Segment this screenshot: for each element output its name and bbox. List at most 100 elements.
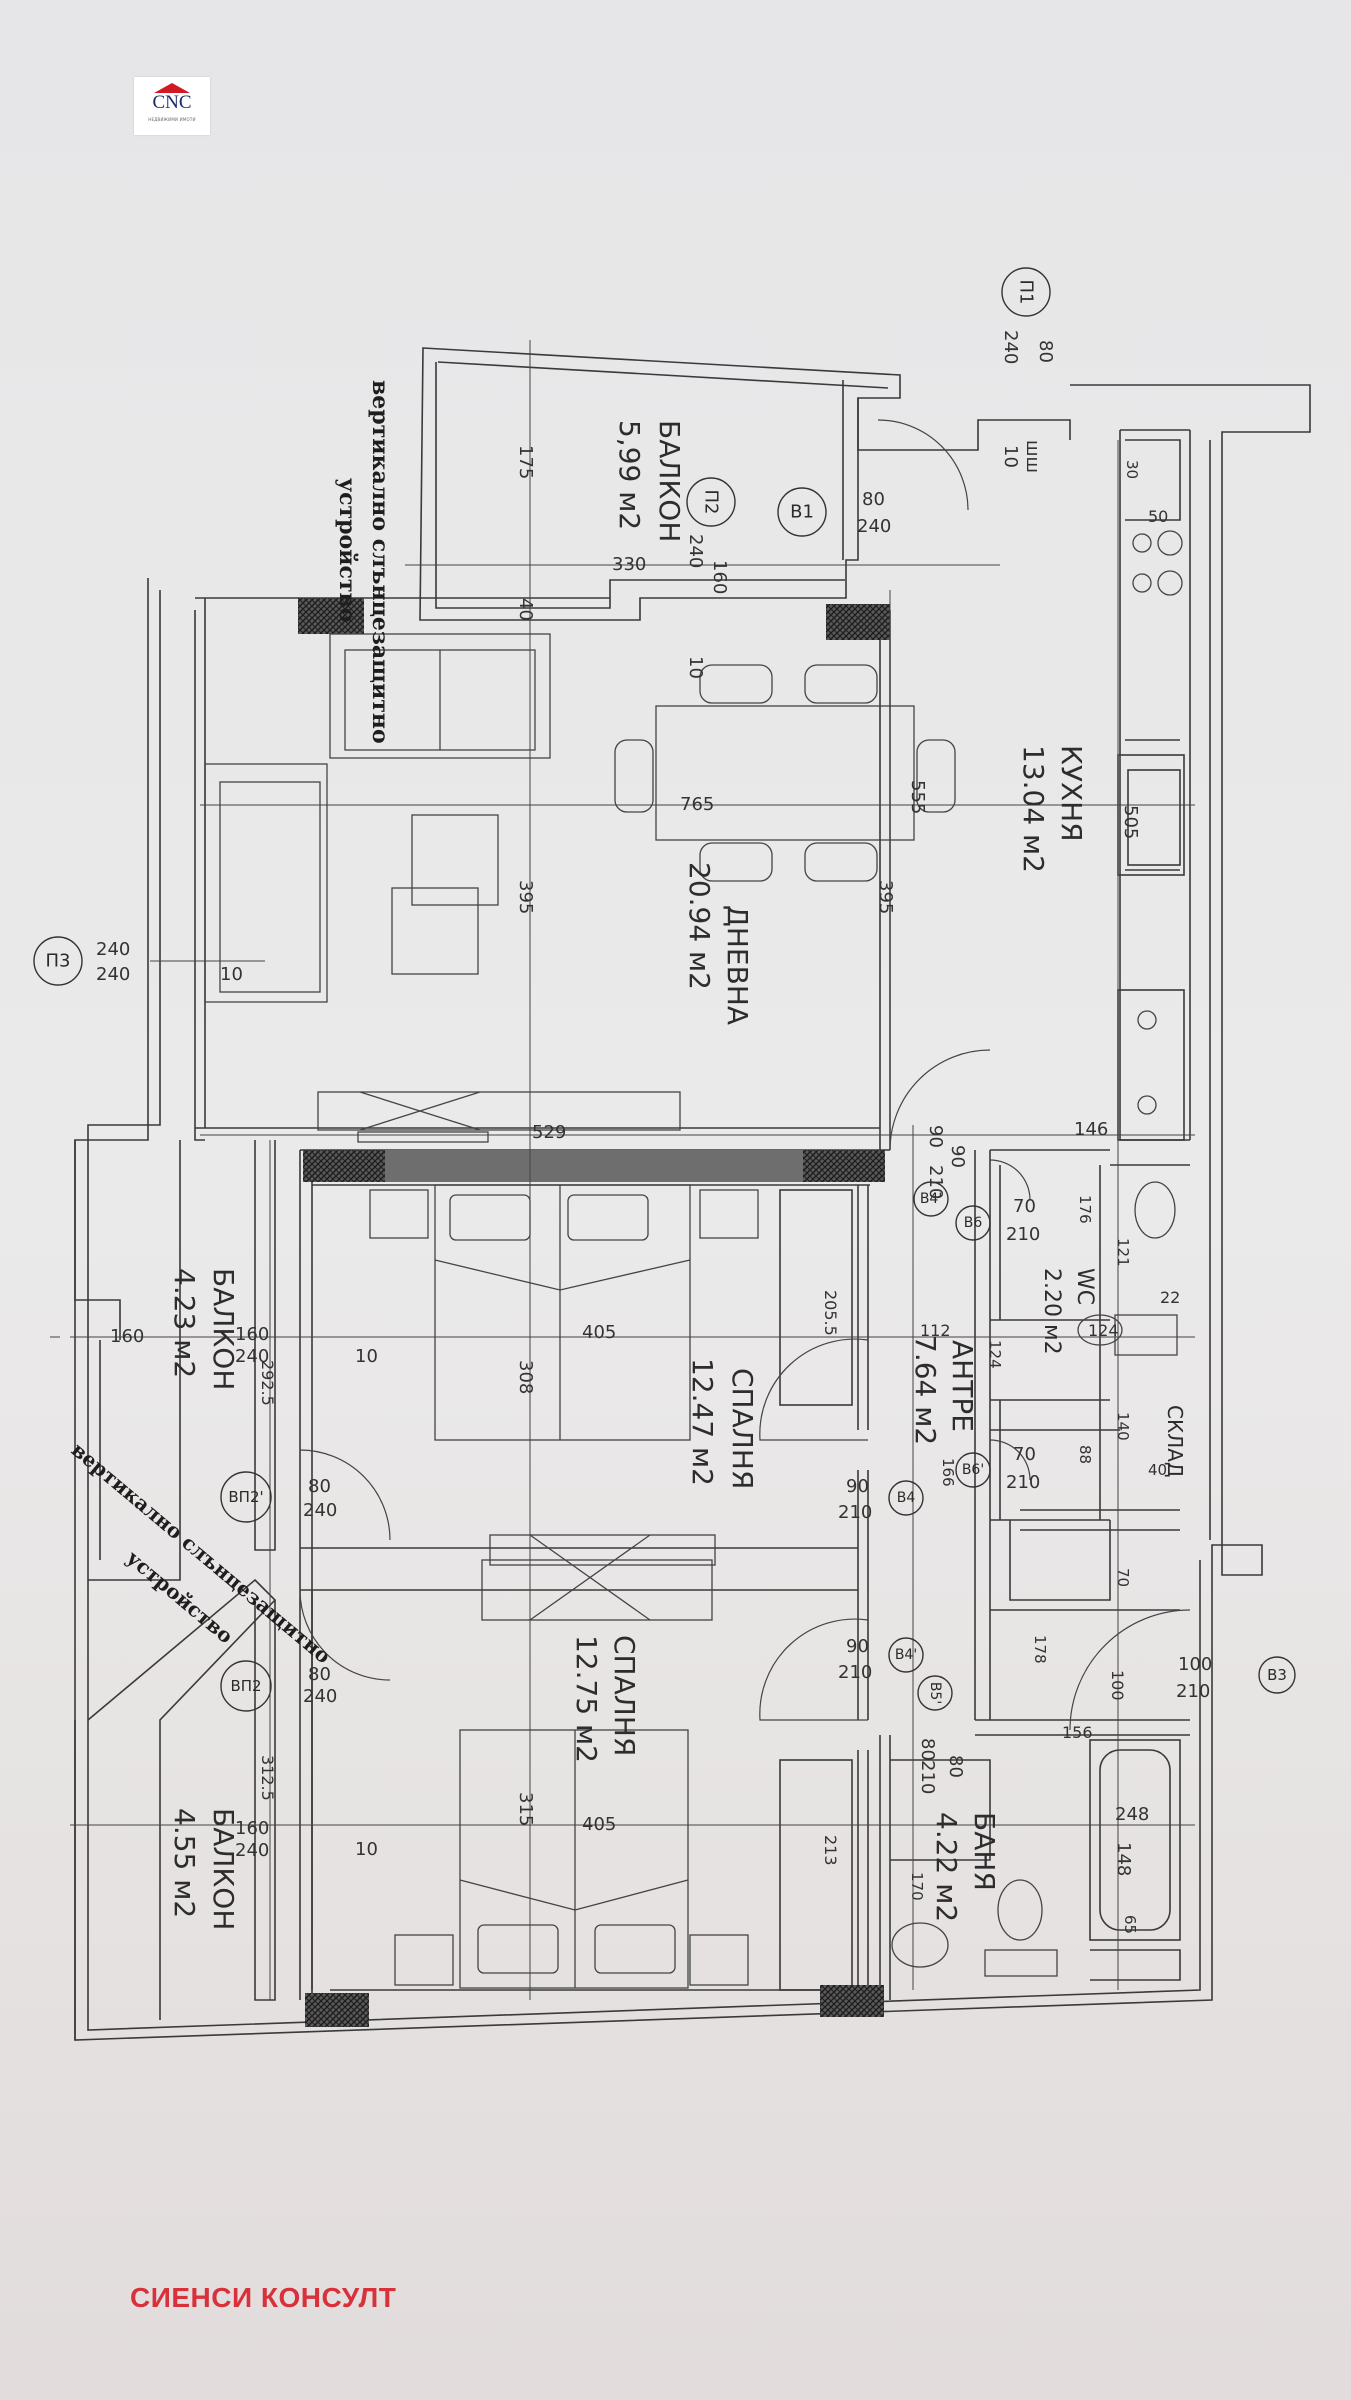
dim-b1-240: 240 — [857, 516, 891, 537]
dim-205: 205.5 — [821, 1290, 840, 1336]
dim-210a: 210 — [925, 1165, 946, 1199]
room-bedroom2-name: СПАЛНЯ — [608, 1635, 641, 1756]
room-hall-name: АНТРЕ — [946, 1340, 979, 1432]
dim-175: 175 — [515, 445, 536, 479]
logo-text: CNC — [152, 92, 192, 113]
room-hall-area: 7.64 м2 — [909, 1335, 942, 1445]
dim-40: 40 — [515, 598, 536, 621]
room-bedroom1-name: СПАЛНЯ — [726, 1368, 759, 1489]
dim-312: 312.5 — [258, 1755, 277, 1801]
dim-112: 112 — [920, 1321, 951, 1340]
dim-vp2a-80: 80 — [308, 1476, 331, 1497]
dim-b3-210: 210 — [1176, 1681, 1210, 1702]
dim-765: 765 — [680, 794, 714, 815]
dim-160b: 160 — [110, 1326, 144, 1347]
room-balcony-top-area: 5,99 м2 — [613, 420, 646, 530]
roof-icon — [154, 83, 190, 93]
dim-140: 140 — [1114, 1412, 1132, 1441]
dim-p1-80: 80 — [1035, 340, 1056, 363]
dim-124a: 124 — [1088, 1321, 1119, 1340]
dim-292: 292.5 — [258, 1360, 277, 1406]
dim-176: 176 — [1076, 1195, 1094, 1224]
dim-315: 315 — [515, 1792, 536, 1826]
tag-b5: В5' — [927, 1682, 943, 1704]
dim-330: 330 — [612, 554, 646, 575]
dim-vp2b-80: 80 — [308, 1664, 331, 1685]
dim-10e: 10 — [355, 1839, 378, 1860]
room-wc-name: WC — [1072, 1268, 1097, 1305]
dim-p3-240b: 240 — [96, 964, 130, 985]
company-name: СИЕНСИ КОНСУЛТ — [130, 2282, 397, 2313]
room-kitchen-name: КУХНЯ — [1055, 745, 1088, 842]
furniture — [204, 530, 1183, 1989]
room-living-area: 20.94 м2 — [683, 862, 716, 990]
dim-124b: 124 — [986, 1340, 1004, 1369]
dim-p3-240a: 240 — [96, 939, 130, 960]
dim-30: 30 — [1123, 460, 1141, 479]
room-balcony-left2-name: БАЛКОН — [207, 1808, 240, 1930]
dim-b6b-210: 210 — [1006, 1472, 1040, 1493]
dim-160d: 160 — [235, 1818, 269, 1839]
dim-10d: 10 — [355, 1346, 378, 1367]
dim-213: 213 — [821, 1835, 840, 1866]
tag-b1: В1 — [790, 502, 814, 523]
dim-p1-240: 240 — [1000, 330, 1021, 364]
dim-b6-210: 210 — [1006, 1224, 1040, 1245]
dim-p2-240: 240 — [685, 534, 706, 568]
dim-b1-80: 80 — [862, 489, 885, 510]
room-bath-area: 4.22 м2 — [930, 1812, 963, 1922]
note-sunshade-left: вертикално слънцезащитно — [67, 1437, 336, 1668]
room-kitchen-area: 13.04 м2 — [1017, 745, 1050, 873]
dim-40b: 40 — [1148, 1461, 1167, 1479]
dim-b3-100: 100 — [1178, 1654, 1212, 1675]
tag-b4a: В4' — [920, 1191, 942, 1207]
dim-b4-90: 90 — [846, 1476, 869, 1497]
dim-100a: 100 — [1108, 1670, 1127, 1701]
tag-circles — [33, 267, 1296, 1712]
dim-240g: 240 — [235, 1840, 269, 1861]
room-wc-area: 2.20 м2 — [1039, 1268, 1064, 1355]
dim-88: 88 — [1076, 1445, 1094, 1464]
tag-vp2b: ВП2 — [230, 1677, 261, 1695]
dim-148: 148 — [1113, 1842, 1134, 1876]
dim-vp2a-240: 240 — [303, 1500, 337, 1521]
dim-555: 555 — [907, 780, 928, 814]
dim-p2-10: 10 — [685, 656, 706, 679]
dim-90b: 90 — [947, 1145, 968, 1168]
door-arcs — [299, 419, 1191, 1731]
tag-b6: В6 — [964, 1215, 983, 1231]
dim-121: 121 — [1114, 1238, 1132, 1267]
dim-b4-210: 210 — [838, 1502, 872, 1523]
dim-395a: 395 — [515, 880, 536, 914]
note-sunshade-top: вертикално слънцезащитно — [367, 380, 393, 744]
dim-65: 65 — [1121, 1915, 1139, 1934]
dim-405b: 405 — [582, 1814, 616, 1835]
room-storage-name: СКЛАД — [1163, 1405, 1187, 1478]
room-balcony-left2-area: 4.55 м2 — [168, 1808, 201, 1918]
dim-395b: 395 — [875, 880, 896, 914]
dim-b5-80a: 80 — [917, 1738, 938, 1761]
dim-b5-210: 210 — [917, 1760, 938, 1794]
dim-b5-80b: 80 — [945, 1755, 966, 1778]
dim-405a: 405 — [582, 1322, 616, 1343]
dim-146: 146 — [1074, 1119, 1108, 1140]
dim-178: 178 — [1031, 1635, 1049, 1664]
room-balcony-left1-name: БАЛКОН — [207, 1268, 240, 1390]
dim-505: 505 — [1120, 805, 1141, 839]
dim-70c: 70 — [1114, 1568, 1132, 1587]
dim-b4c-210: 210 — [838, 1662, 872, 1683]
dim-b6-70: 70 — [1013, 1196, 1036, 1217]
dim-50: 50 — [1148, 507, 1168, 526]
tag-vp2a: ВП2' — [228, 1488, 263, 1506]
dim-90a: 90 — [925, 1125, 946, 1148]
dim-22: 22 — [1160, 1288, 1180, 1307]
dimension-lines — [50, 340, 1195, 2000]
logo-subtitle: НЕДВИЖИМИ ИМОТИ — [148, 117, 196, 122]
room-living-name: ДНЕВНА — [721, 905, 754, 1025]
tag-b4c: В4' — [895, 1647, 917, 1663]
dim-p1-sh: шш — [1022, 440, 1043, 473]
tag-p2: П2 — [701, 490, 722, 515]
room-bedroom2-area: 12.75 м2 — [570, 1635, 603, 1763]
dim-p1-10: 10 — [1000, 445, 1021, 468]
